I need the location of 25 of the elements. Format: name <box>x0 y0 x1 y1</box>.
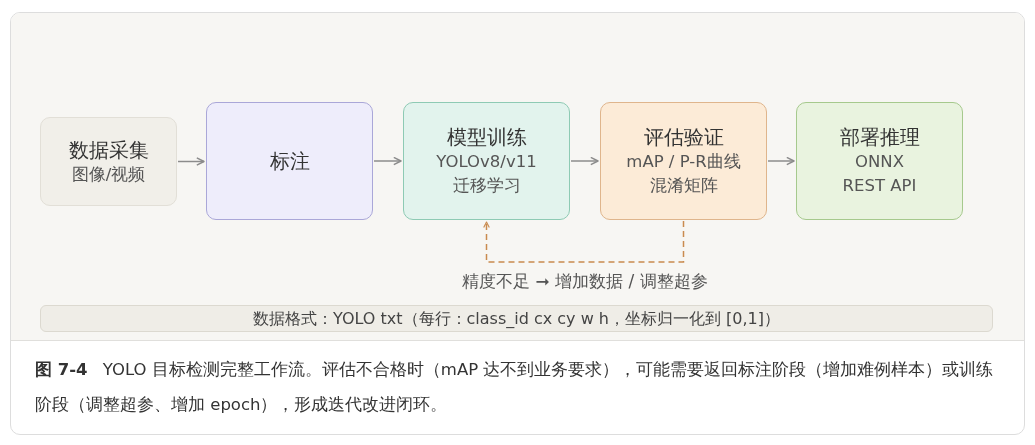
process-box <box>403 102 570 220</box>
step-detail: 迁移学习 <box>452 175 521 197</box>
step-title: 数据采集 <box>68 136 149 163</box>
figure-caption: 图 7-4 YOLO 目标检测完整工作流。评估不合格时（mAP 达不到业务要求），可能需要返回标注阶段（增加难例样本）或训练阶段（调整超参、增加 epoch），形成迭代改进闭环。 <box>35 359 995 416</box>
arrow <box>767 156 795 166</box>
arrow <box>177 157 205 166</box>
process-box <box>600 102 767 220</box>
arrow <box>483 220 685 263</box>
process-box <box>40 117 177 206</box>
step-title: 模型训练 <box>446 124 527 150</box>
step-detail: 图像/视频 <box>71 163 146 186</box>
step-detail: REST API <box>842 175 917 197</box>
step-title: 评估验证 <box>643 124 724 150</box>
process-box <box>796 102 963 220</box>
step-detail: mAP / P-R曲线 <box>626 151 741 173</box>
step-detail: 混淆矩阵 <box>649 175 718 197</box>
arrow <box>570 156 599 166</box>
arrow <box>373 156 402 166</box>
step-detail: YOLOv8/v11 <box>436 151 537 173</box>
step-detail: ONNX <box>855 151 904 173</box>
note-band <box>40 305 993 332</box>
step-title: 标注 <box>269 148 310 174</box>
step-title: 部署推理 <box>839 124 920 150</box>
note-text: 数据格式：YOLO txt（每行：class_id cx cy w h，坐标归一化到 [0,1]） <box>253 307 780 330</box>
process-box <box>206 102 373 220</box>
